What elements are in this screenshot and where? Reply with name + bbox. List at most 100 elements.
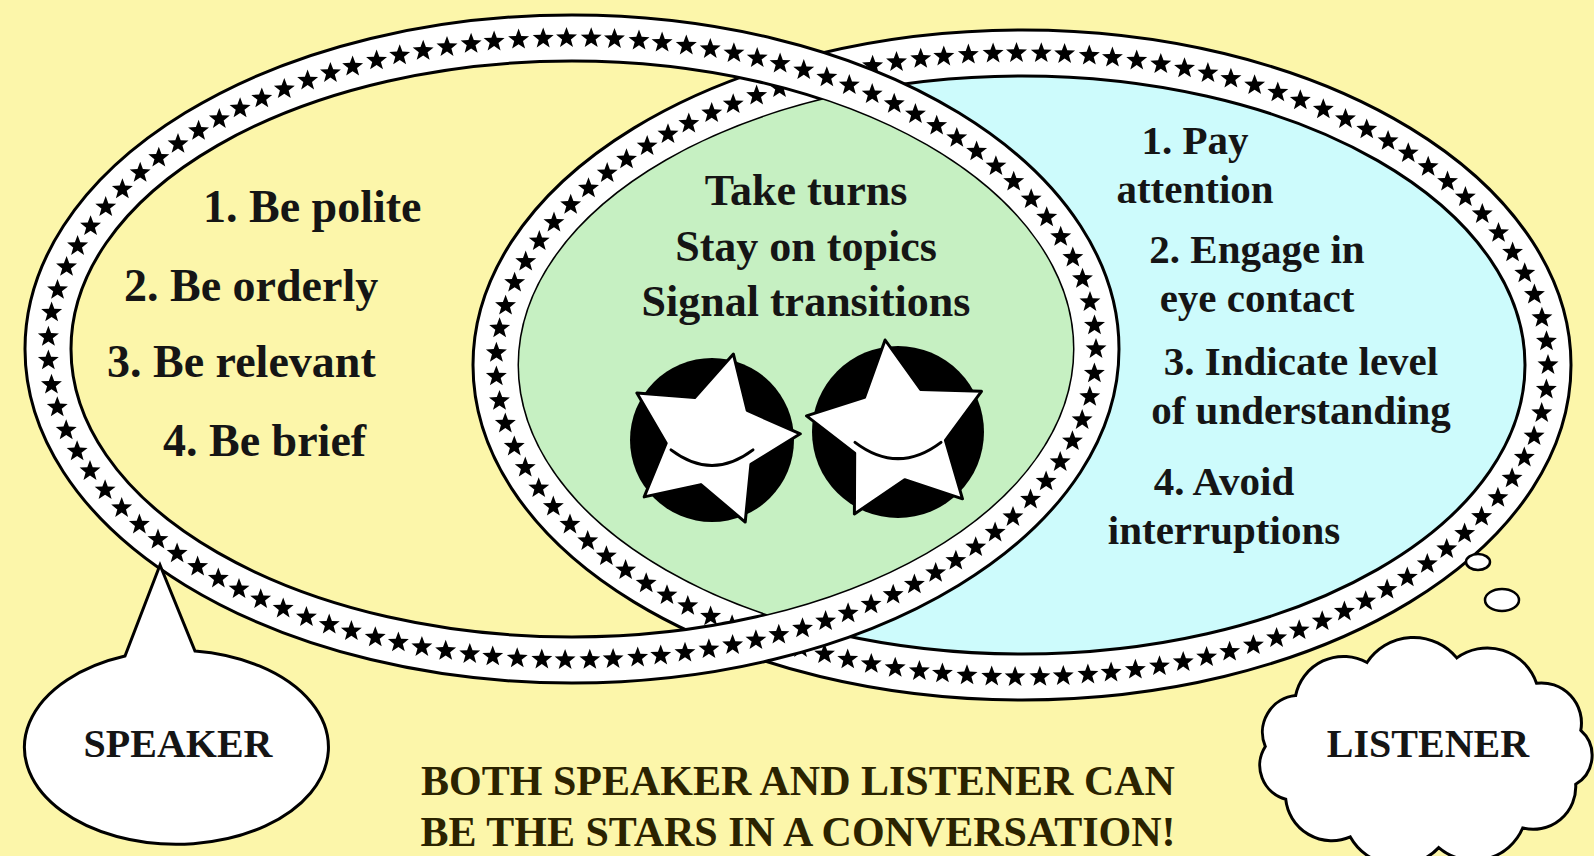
border-star (461, 33, 482, 53)
border-star (1335, 108, 1356, 128)
border-star (722, 614, 743, 634)
border-star (486, 365, 507, 385)
border-star (1532, 307, 1553, 327)
border-star (1078, 664, 1099, 684)
border-star (603, 648, 624, 668)
border-star (67, 440, 88, 460)
smiley-mouth (671, 450, 753, 466)
border-star (1050, 451, 1071, 471)
border-star (80, 215, 101, 235)
border-star (792, 617, 813, 637)
border-star (95, 196, 116, 216)
border-star (1536, 379, 1557, 399)
border-star (1036, 470, 1057, 490)
border-star (1072, 268, 1093, 288)
border-star (515, 457, 536, 477)
node-text: LISTENER (1278, 720, 1578, 768)
border-star (168, 133, 189, 153)
border-star (699, 638, 720, 658)
border-star (560, 514, 581, 534)
border-star (816, 66, 837, 86)
border-star (208, 568, 229, 588)
border-star (1020, 489, 1041, 509)
border-star (148, 529, 169, 549)
overlap-region-outline (519, 60, 1072, 650)
node-text: Stay on topics (546, 222, 1066, 272)
border-star (791, 71, 812, 91)
border-star (273, 598, 294, 618)
border-star (1174, 57, 1195, 77)
border-star (926, 115, 947, 135)
border-star (296, 606, 317, 626)
border-star (616, 148, 637, 168)
border-star (556, 27, 577, 47)
border-star (700, 605, 721, 625)
border-star (1150, 53, 1171, 73)
border-star (983, 43, 1004, 63)
border-star (769, 77, 790, 97)
border-star (1243, 634, 1264, 654)
border-star (129, 514, 150, 534)
border-star (1079, 386, 1100, 406)
border-star (1036, 206, 1057, 226)
border-star (1244, 74, 1265, 94)
border-star (529, 230, 550, 250)
border-star (1334, 601, 1355, 621)
border-star (1455, 186, 1476, 206)
border-star (1290, 89, 1311, 109)
border-star (1072, 409, 1093, 429)
border-star (342, 56, 363, 76)
border-star (1220, 68, 1241, 88)
border-star (1397, 566, 1418, 586)
thought-dot (1466, 554, 1490, 570)
border-star (1488, 487, 1509, 507)
border-star (1006, 42, 1027, 62)
thought-bubble: LISTENER (1240, 548, 1594, 856)
border-star (1003, 171, 1024, 191)
border-star (38, 349, 59, 369)
border-star (1125, 659, 1146, 679)
border-star (933, 46, 954, 66)
border-star (883, 584, 904, 604)
border-star (862, 83, 883, 103)
border-star (489, 317, 510, 337)
border-star (187, 556, 208, 576)
border-star (56, 419, 77, 439)
border-star (41, 301, 62, 321)
border-star (1054, 43, 1075, 63)
border-star (251, 87, 272, 107)
border-star (1531, 402, 1552, 422)
border-star (389, 44, 410, 64)
border-star (1514, 447, 1535, 467)
border-star (111, 497, 132, 517)
speech-bubble-shape (24, 565, 328, 844)
border-star (388, 631, 409, 651)
border-star (746, 85, 767, 105)
border-star (1198, 62, 1219, 82)
border-star (1101, 662, 1122, 682)
smiley-disc (812, 346, 984, 518)
border-star (95, 479, 116, 499)
border-star (341, 620, 362, 640)
border-star (629, 30, 650, 50)
border-star (482, 645, 503, 665)
border-star (319, 614, 340, 634)
border-star (515, 251, 536, 271)
border-star (577, 530, 598, 550)
border-star (533, 28, 554, 48)
border-star (67, 235, 88, 255)
border-star (723, 93, 744, 113)
border-star (578, 177, 599, 197)
border-star (965, 536, 986, 556)
border-star (886, 51, 907, 71)
node-text: 4. Avoid interruptions (1059, 457, 1389, 555)
border-star (250, 588, 271, 608)
border-star (636, 572, 657, 592)
border-star (41, 374, 62, 394)
border-star (112, 178, 133, 198)
border-star (657, 584, 678, 604)
border-star (1219, 641, 1240, 661)
thought-dot (1485, 589, 1519, 611)
node-text: 3. Indicate level of understanding (1091, 337, 1511, 435)
border-star (1003, 506, 1024, 526)
